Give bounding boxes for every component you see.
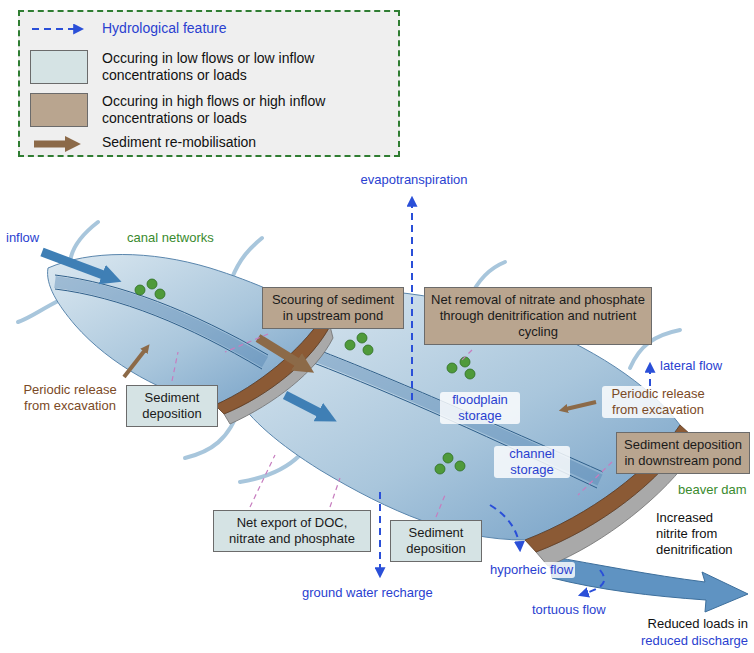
tortuous-arrow [580, 570, 604, 595]
leader-line [250, 455, 275, 507]
feature-label: beaver dam [676, 482, 749, 498]
inflow-arrow [42, 252, 106, 276]
flow-label: inflow [4, 230, 41, 246]
note-label: Increased nitrite from denitrification [654, 510, 750, 558]
box-text: Sediment deposition [396, 525, 476, 557]
flow-label: lateral flow [658, 358, 724, 374]
storage-label: floodplain storage [440, 392, 520, 424]
plant [357, 333, 367, 343]
box-text: Net removal of nitrate and phosphate thr… [430, 292, 646, 340]
plant [135, 285, 145, 295]
leader-line [330, 478, 340, 507]
leader-line [436, 495, 445, 517]
leader-line [578, 462, 612, 495]
release-label: Periodic release from excavation [16, 382, 124, 414]
process-box: Sediment deposition [126, 385, 218, 427]
note-label: Reduced loads in [556, 616, 750, 632]
leader-line [225, 334, 268, 352]
process-box: Net removal of nitrate and phosphate thr… [424, 287, 652, 345]
flow-label: hyporheic flow [488, 562, 575, 578]
beaver-dam [215, 318, 330, 414]
lateral-flow-arrow [649, 364, 651, 386]
box-text: Net export of DOC, nitrate and phosphate [219, 515, 365, 547]
plant [447, 363, 457, 373]
legend-text: Hydrological feature [102, 20, 392, 37]
flow-label: ground water recharge [300, 585, 435, 601]
brown-arrow [34, 141, 68, 148]
canal-branch [240, 455, 300, 482]
hydrological-line-sample [30, 20, 92, 40]
flow-label: evapotranspiration [347, 172, 481, 188]
box-text: Sediment deposition [132, 390, 212, 422]
leader-line [462, 350, 472, 360]
plant [465, 369, 475, 379]
remobilisation-arrow [258, 338, 300, 364]
downstream-channel [300, 350, 600, 480]
plant [435, 464, 445, 474]
legend-text: Occuring in low flows or low inflow conc… [102, 50, 392, 84]
process-box: Sediment deposition in downstream pond [616, 432, 750, 474]
flow-arrow [285, 395, 322, 414]
storage-label: channel storage [494, 446, 570, 478]
remobilisation-arrow-sample [30, 134, 92, 154]
plant [443, 453, 453, 463]
channel-bank [298, 357, 597, 488]
hyporheic-arrow [490, 505, 520, 550]
plant [455, 461, 465, 471]
release-label: Periodic release from excavation [602, 386, 714, 418]
channel-bank [55, 275, 268, 355]
leader-line [172, 352, 178, 381]
plant [155, 289, 165, 299]
box-text: Sediment deposition in downstream pond [622, 437, 744, 469]
canal-branch [232, 238, 262, 278]
legend-swatch [30, 50, 88, 84]
release-arrow [566, 402, 596, 409]
process-box: Net export of DOC, nitrate and phosphate [213, 510, 371, 552]
legend-swatch [30, 93, 88, 127]
legend-box: Hydrological featureOccuring in low flow… [18, 10, 400, 157]
plant [147, 279, 157, 289]
leader-lines [172, 334, 612, 517]
canal-branch [18, 300, 60, 322]
plant [363, 345, 373, 355]
evapotranspiration-arrow [411, 198, 413, 400]
dashed-arrow [32, 28, 82, 30]
process-box: Scouring of sediment in upstream pond [262, 287, 404, 329]
plant [345, 340, 355, 350]
flow-label: reduced discharge [556, 633, 750, 649]
process-box: Sediment deposition [390, 520, 482, 562]
plant [460, 357, 470, 367]
recharge-arrow [379, 492, 381, 576]
channel-bank [55, 289, 262, 369]
feature-label: canal networks [125, 230, 216, 246]
legend-text: Sediment re-mobilisation [102, 134, 392, 151]
legend-text: Occuring in high flows or high inflow co… [102, 93, 392, 127]
box-text: Scouring of sediment in upstream pond [268, 292, 398, 324]
release-arrow [124, 350, 145, 377]
